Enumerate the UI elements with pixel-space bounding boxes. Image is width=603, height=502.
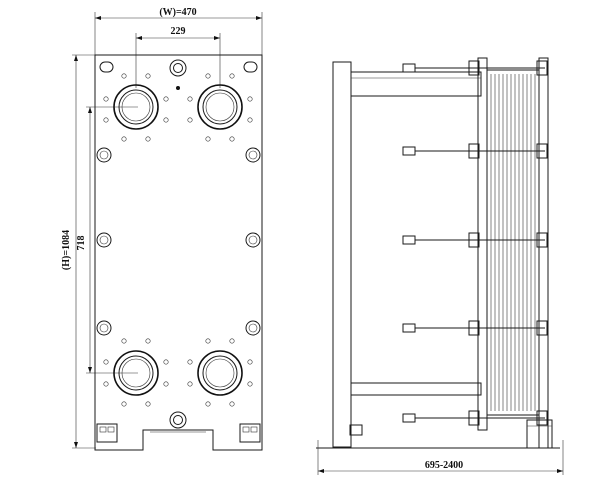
width-label: (W)=470 xyxy=(159,7,196,18)
tie-bolts xyxy=(402,60,548,426)
port-center-label: 718 xyxy=(76,236,87,251)
front-view: (W)=470 229 (H)=1084 718 xyxy=(61,7,263,451)
port-spacing-dimension: 229 xyxy=(135,26,221,88)
length-dimension: 695-2400 xyxy=(317,440,564,475)
height-label: (H)=1084 xyxy=(61,230,72,270)
side-view: 695-2400 xyxy=(316,57,564,475)
port-center-dimension: 718 xyxy=(76,106,138,374)
frame-foot xyxy=(349,424,363,436)
frame-plate-outline xyxy=(94,54,263,451)
guide-bar-bottom xyxy=(169,411,187,429)
width-dimension: (W)=470 xyxy=(94,7,263,58)
plate-pack xyxy=(486,69,540,416)
port-bottom-right xyxy=(197,350,243,396)
port-bottom-left xyxy=(113,350,159,396)
length-label: 695-2400 xyxy=(425,460,463,471)
tie-bolt-holes xyxy=(96,147,261,336)
guide-bar-top xyxy=(169,59,187,77)
feet xyxy=(96,423,261,443)
stud-holes xyxy=(103,73,253,407)
guide-bar-side xyxy=(350,382,482,396)
top-slots xyxy=(99,61,258,73)
port-top-left xyxy=(113,84,159,130)
fixed-frame-plate xyxy=(332,61,352,448)
carrying-bar xyxy=(350,71,482,97)
height-dimension: (H)=1084 xyxy=(61,54,96,449)
port-spacing-label: 229 xyxy=(171,26,186,37)
port-top-right xyxy=(197,84,243,130)
